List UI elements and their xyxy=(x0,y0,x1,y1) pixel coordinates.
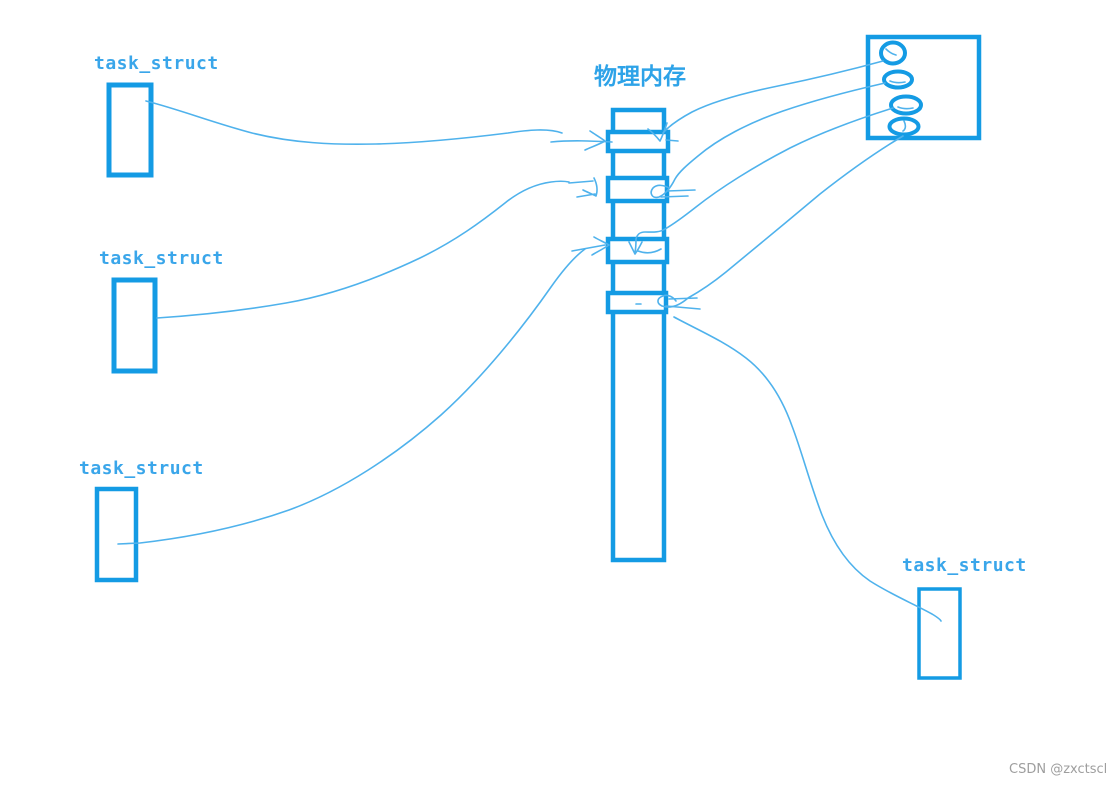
arrow-entry3-to-cell3 xyxy=(634,107,894,253)
arrowhead-entry4-cell4-icon xyxy=(635,297,701,310)
arrowhead-ts2-cell2-icon xyxy=(568,177,598,198)
task-struct-label-bottom-right: task_struct xyxy=(902,555,1027,576)
task-struct-label-top-left: task_struct xyxy=(94,53,219,74)
task-struct-label-bottom-left: task_struct xyxy=(79,458,204,479)
arrowhead-entry2-cell2-icon xyxy=(660,189,696,198)
arrowhead-ts3-cell3-icon xyxy=(571,236,610,256)
arrow-entry4-to-cell4 xyxy=(657,135,904,308)
arrow-entry1-to-cell1 xyxy=(662,60,884,134)
task-struct-box-bottom-right xyxy=(917,587,962,680)
arrowhead-entry1-cell1-icon xyxy=(647,122,679,142)
arrow-cell4-to-ts4 xyxy=(673,316,942,622)
entry-3-mark xyxy=(897,106,914,110)
page-table-box xyxy=(865,34,982,141)
physical-memory-title: 物理内存 xyxy=(594,64,686,90)
page-table-entry-3-icon xyxy=(889,94,923,116)
arrow-ts2-to-cell2 xyxy=(156,180,570,319)
entry-4-mark xyxy=(902,120,907,132)
entry-1-mark xyxy=(885,48,897,56)
task-struct-box-bottom-left xyxy=(94,486,139,583)
csdn-watermark: CSDN @zxctscl xyxy=(1009,762,1108,777)
page-table-entry-2-icon xyxy=(882,69,914,90)
arrow-ts3-to-cell3 xyxy=(117,248,586,545)
task-struct-box-top-left xyxy=(106,82,154,178)
memory-cell-4 xyxy=(605,290,669,315)
task-struct-box-middle-left xyxy=(111,277,158,374)
arrowhead-ts1-cell1-icon xyxy=(550,130,613,151)
arrowhead-entry3-cell3-icon xyxy=(628,241,662,255)
arrow-entry2-to-cell2 xyxy=(650,82,886,199)
memory-cell-1 xyxy=(605,129,671,154)
arrow-ts1-to-cell1 xyxy=(145,100,563,146)
page-table-entry-1-icon xyxy=(879,40,907,66)
entry-2-mark xyxy=(889,80,906,84)
task-struct-label-middle-left: task_struct xyxy=(99,248,224,269)
page-table-entry-4-icon xyxy=(887,116,921,137)
